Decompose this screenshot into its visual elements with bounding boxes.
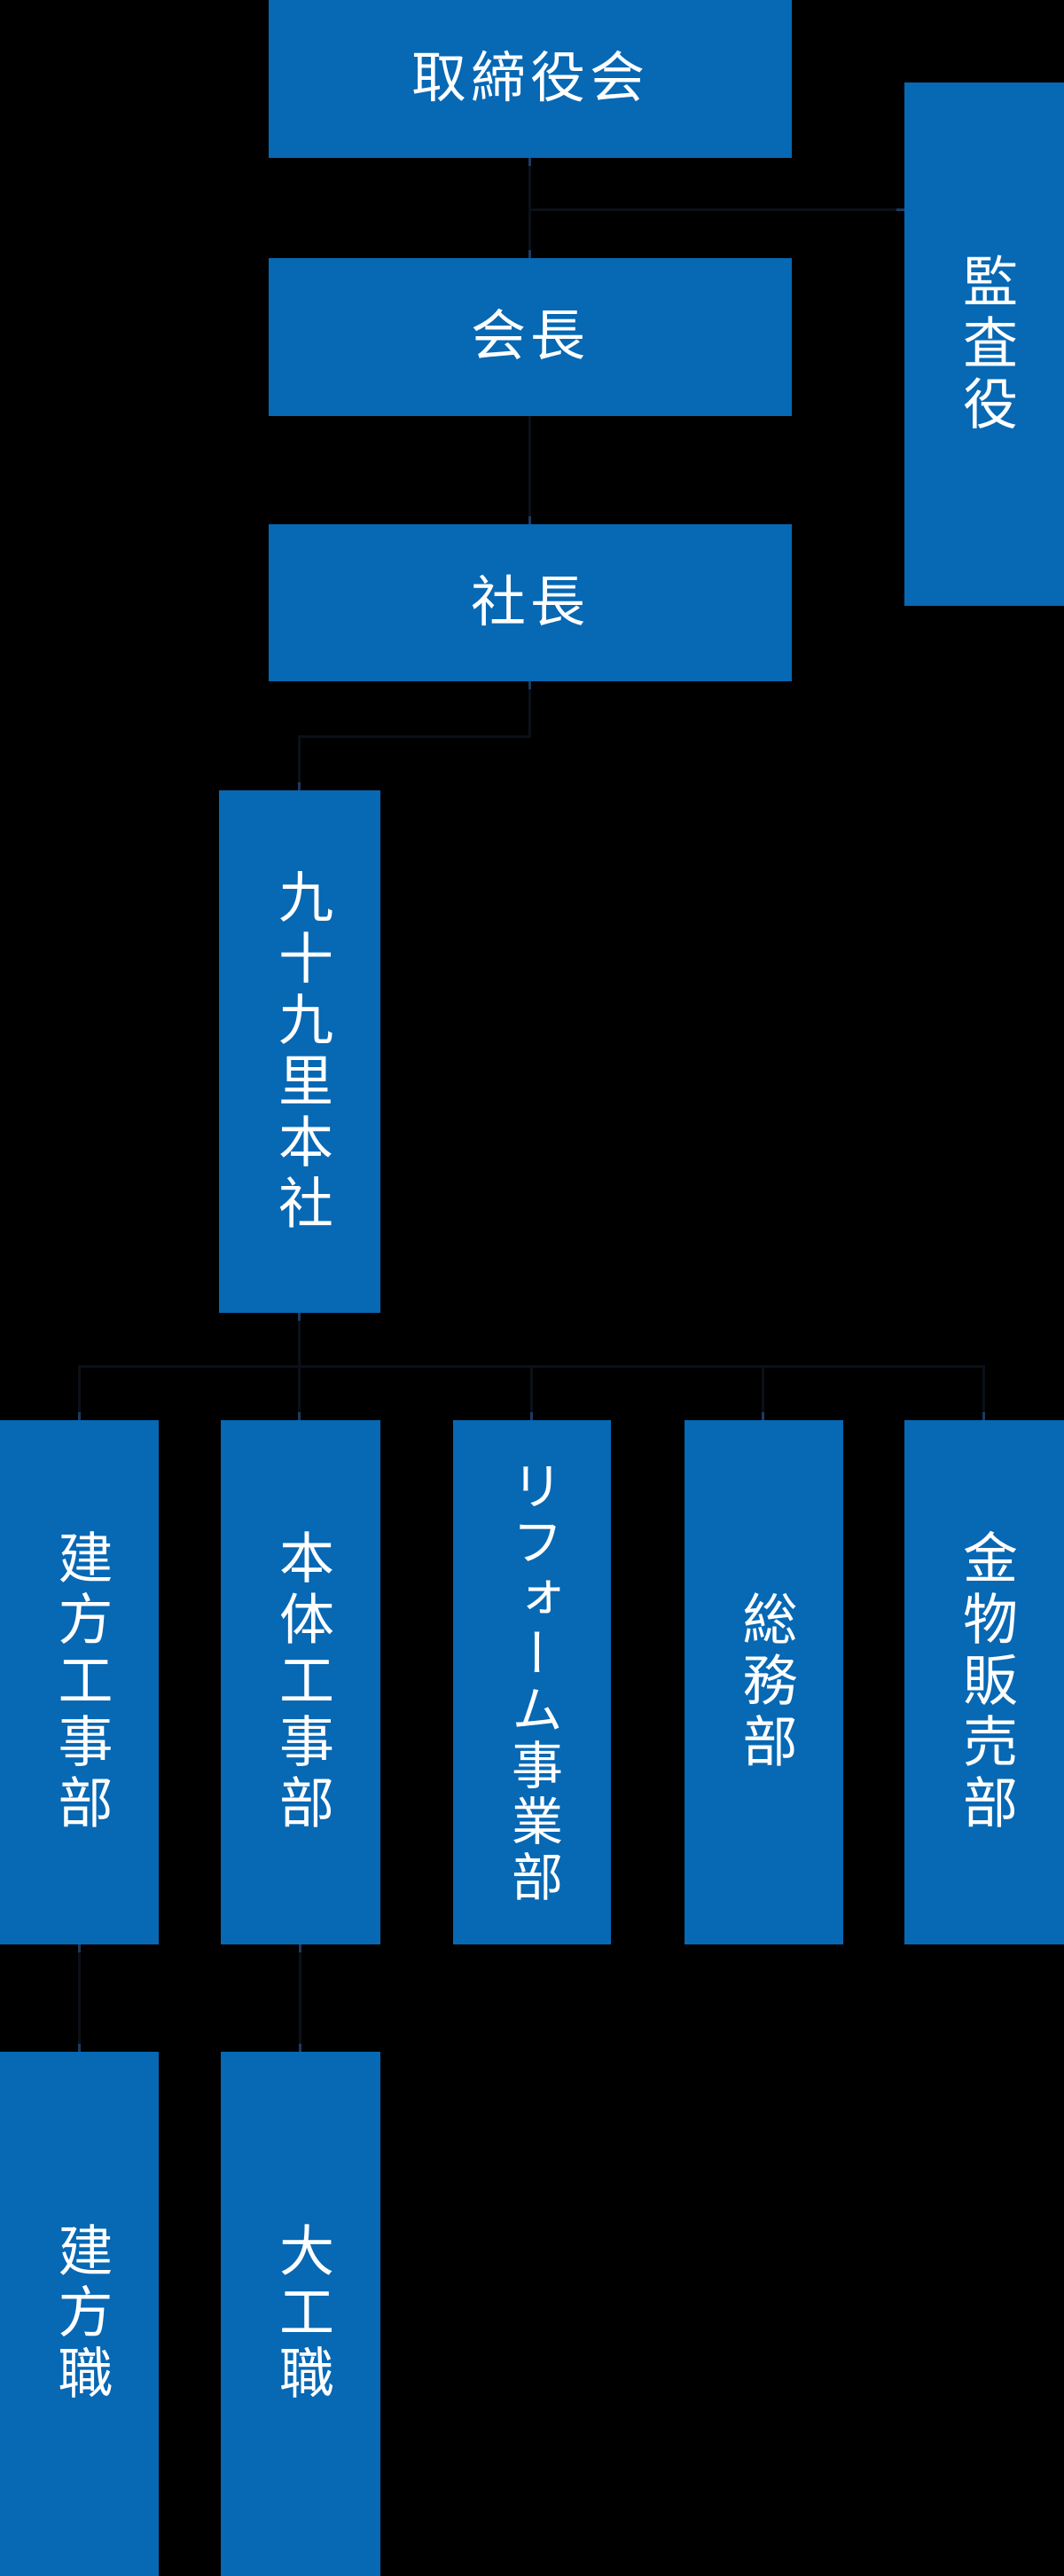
org-node-staff-tatekata-label: 建方職 xyxy=(49,2222,111,2406)
org-node-president: 社長 xyxy=(269,524,792,681)
stub xyxy=(298,1313,301,1321)
connector-hq-drop xyxy=(298,1313,301,1367)
stub xyxy=(530,1412,533,1420)
stub xyxy=(528,250,531,258)
org-node-headquarters: 九十九里本社 xyxy=(219,790,380,1313)
stub xyxy=(299,2044,301,2052)
stub xyxy=(528,681,531,689)
org-node-staff-daiku-label: 大工職 xyxy=(270,2222,332,2406)
org-node-dept-hontai-label: 本体工事部 xyxy=(270,1529,332,1835)
org-node-staff-tatekata: 建方職 xyxy=(0,2052,159,2576)
org-node-dept-kanamono-label: 金物販売部 xyxy=(954,1529,1015,1835)
org-node-dept-hontai: 本体工事部 xyxy=(221,1420,380,1944)
connector-drop-dept-2 xyxy=(298,1366,301,1420)
org-node-dept-soumu-label: 総務部 xyxy=(733,1590,795,1774)
stub xyxy=(982,1412,985,1420)
org-node-dept-tatekata-label: 建方工事部 xyxy=(49,1529,111,1835)
org-node-chairman-label: 会長 xyxy=(470,306,590,367)
org-node-dept-reform-label: リフォーム事業部 xyxy=(504,1458,561,1906)
org-node-staff-daiku: 大工職 xyxy=(221,2052,380,2576)
org-node-dept-reform: リフォーム事業部 xyxy=(453,1420,611,1944)
connector-daiku-staff xyxy=(299,1944,301,2052)
stub xyxy=(298,1412,301,1420)
connector-president-elbow xyxy=(298,735,531,738)
connector-chairman-president xyxy=(528,416,531,524)
stub xyxy=(528,516,531,524)
org-node-board: 取締役会 xyxy=(269,0,792,158)
stub xyxy=(78,2044,81,2052)
stub xyxy=(528,158,531,166)
org-node-auditor-label: 監査役 xyxy=(954,252,1015,436)
org-node-chairman: 会長 xyxy=(269,258,792,416)
connector-hq-rise xyxy=(298,735,301,790)
connector-board-chairman xyxy=(528,158,531,258)
stub xyxy=(78,1944,81,1952)
connector-auditor-branch xyxy=(529,208,904,211)
stub xyxy=(78,1412,81,1420)
connector-president-drop xyxy=(528,681,531,737)
connector-tatekata-staff xyxy=(78,1944,81,2052)
org-node-headquarters-label: 九十九里本社 xyxy=(270,868,331,1236)
org-node-dept-soumu: 総務部 xyxy=(685,1420,843,1944)
org-node-dept-kanamono: 金物販売部 xyxy=(904,1420,1064,1944)
connector-drop-dept-3 xyxy=(530,1366,533,1420)
connector-drop-dept-5 xyxy=(982,1366,985,1420)
stub xyxy=(299,1944,301,1952)
org-node-auditor: 監査役 xyxy=(904,82,1064,606)
connector-drop-dept-1 xyxy=(78,1366,81,1420)
org-node-board-label: 取締役会 xyxy=(411,48,649,109)
stub xyxy=(298,782,301,790)
stub xyxy=(896,208,904,211)
org-node-dept-tatekata: 建方工事部 xyxy=(0,1420,159,1944)
stub xyxy=(762,1412,764,1420)
connector-drop-dept-4 xyxy=(762,1366,764,1420)
org-node-president-label: 社長 xyxy=(470,571,590,633)
